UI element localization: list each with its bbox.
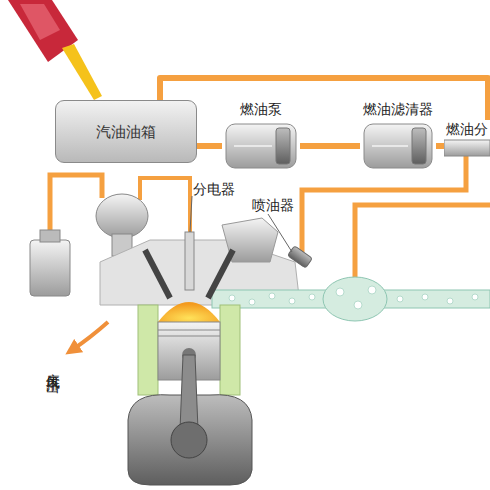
bubble	[397, 296, 403, 302]
spark-wire	[140, 178, 190, 232]
part-label: 分电器	[193, 180, 235, 198]
filter-cylinder	[360, 122, 436, 170]
combustion-charge	[158, 302, 220, 322]
injector	[288, 246, 313, 268]
fuel-rail: 燃油分	[444, 120, 490, 158]
part-label: 喷油器	[252, 196, 294, 214]
bubble	[249, 299, 255, 305]
additive-bottle	[8, 0, 102, 100]
bubble	[422, 294, 428, 300]
ignition-wire	[50, 175, 102, 238]
leader-line	[190, 196, 192, 232]
piston-ring	[158, 336, 220, 337]
fuel-pipe	[300, 143, 360, 149]
spark-plug	[185, 232, 194, 290]
exhaust-arrow	[72, 322, 108, 350]
fuel-pipe	[197, 143, 222, 149]
intake-valve	[208, 250, 233, 298]
exhaust-valve	[145, 250, 170, 298]
end-cap	[276, 128, 290, 164]
rail-pipe	[444, 139, 490, 157]
bubble	[447, 298, 453, 304]
bubble	[336, 288, 344, 296]
bottle-label	[20, 4, 60, 40]
bubble	[289, 298, 295, 304]
fuel-pipe	[436, 143, 444, 149]
end-cap	[412, 128, 426, 164]
intake-bulge	[323, 277, 387, 321]
cylinder-wall	[220, 305, 240, 395]
pump-cylinder	[222, 122, 300, 170]
bubble	[309, 294, 315, 300]
rail-body	[444, 140, 490, 156]
node-label: 燃油分	[444, 120, 490, 138]
ignition-coil	[30, 230, 70, 296]
bubble	[229, 295, 235, 301]
bubble	[354, 301, 362, 309]
distributor-cap	[96, 194, 148, 238]
bubble	[368, 286, 376, 294]
bubble	[472, 294, 478, 300]
air-bubbles	[229, 286, 478, 309]
coil-terminal	[40, 230, 60, 242]
injector-body	[288, 246, 313, 268]
cylinder-body	[364, 124, 432, 168]
cylinder-wall	[138, 305, 158, 395]
node-label: 燃油泵	[222, 100, 300, 118]
fuel-filter: 燃油滤清器	[360, 100, 436, 170]
coil-body	[30, 240, 70, 296]
vacuum-line	[355, 205, 490, 282]
intake-pipe	[212, 277, 490, 321]
leader-line	[268, 214, 292, 252]
cylinder-body	[226, 124, 296, 168]
fuel-tank: 汽油油箱	[55, 100, 197, 163]
highlight	[372, 145, 408, 147]
crank-journal	[171, 422, 207, 458]
piston-ring	[158, 330, 220, 331]
bubble	[269, 293, 275, 299]
node-label: 燃油滤清器	[360, 100, 436, 118]
connecting-rod	[180, 355, 198, 430]
exhaust-label: 废气排出	[44, 362, 62, 370]
fuel-pump: 燃油泵	[222, 100, 300, 170]
fuel-pipe	[160, 78, 488, 120]
node-label: 汽油油箱	[96, 123, 156, 141]
pour-stream	[62, 44, 102, 100]
highlight	[234, 145, 272, 147]
